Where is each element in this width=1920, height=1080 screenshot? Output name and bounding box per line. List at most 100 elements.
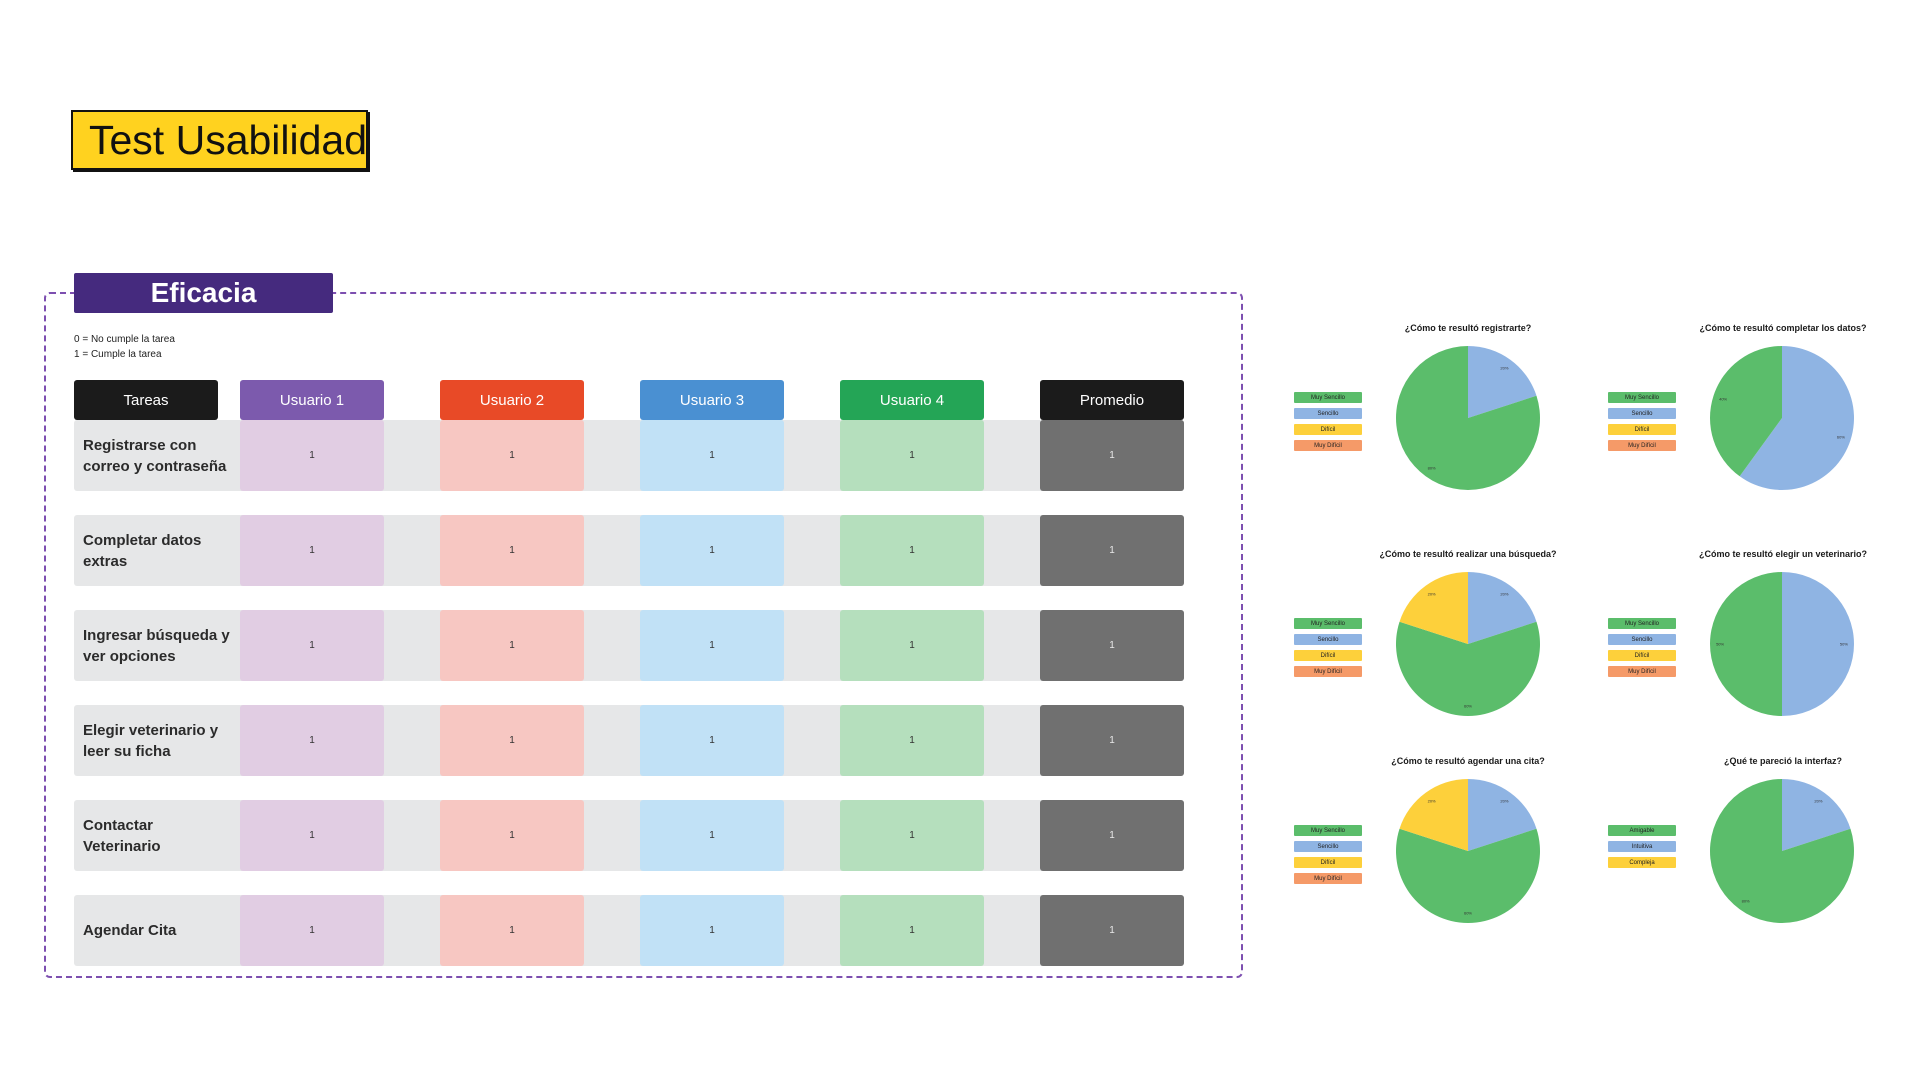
chart-question-title: ¿Qué te pareció la interfaz? (1723, 756, 1843, 766)
pie-slice-label: 20% (1428, 798, 1436, 803)
pie-slice-label: 20% (1500, 591, 1508, 596)
score-cell-usuario-4: 1 (840, 610, 984, 681)
score-cell-promedio: 1 (1040, 420, 1184, 491)
legend-chip: Difícil (1294, 424, 1362, 435)
pie-slice (1710, 572, 1782, 716)
score-cell-usuario-4: 1 (840, 420, 984, 491)
score-cell-usuario-4: 1 (840, 705, 984, 776)
pie-slice (1468, 779, 1537, 851)
score-cell-usuario-3: 1 (640, 800, 784, 871)
chart-question-title: ¿Cómo te resultó completar los datos? (1699, 323, 1867, 333)
pie-slice (1396, 828, 1540, 923)
legend-chip: Muy Sencillo (1608, 618, 1676, 629)
score-cell-usuario-1: 1 (240, 800, 384, 871)
legend-chip: Compleja (1608, 857, 1676, 868)
task-label: Contactar Veterinario (83, 816, 161, 855)
task-label: Registrarse con correo y contraseña (83, 436, 227, 475)
pie-slice-label: 50% (1840, 642, 1848, 647)
legend-chip: Muy Difícil (1608, 666, 1676, 677)
pie-slice (1399, 779, 1468, 851)
pie-slice-label: 20% (1428, 591, 1436, 596)
pie-slice (1468, 572, 1537, 644)
pie-chart: 20%80% (1396, 346, 1540, 490)
legend-chip: Muy Sencillo (1608, 392, 1676, 403)
pie-slice-label: 60% (1464, 703, 1472, 708)
score-cell-usuario-2: 1 (440, 705, 584, 776)
pie-chart: 20% 60% 20% (1396, 779, 1540, 923)
header-tareas: Tareas (74, 380, 218, 420)
chart-question-title: ¿Cómo te resultó elegir un veterinario? (1698, 549, 1868, 559)
task-label: Ingresar búsqueda y ver opciones (83, 626, 230, 665)
pie-chart: 20% 60% 20% (1396, 572, 1540, 716)
score-cell-usuario-3: 1 (640, 705, 784, 776)
score-cell-usuario-2: 1 (440, 800, 584, 871)
score-cell-usuario-2: 1 (440, 895, 584, 966)
page-title: Test Usabilidad (71, 110, 368, 170)
legend-chip: Muy Difícil (1294, 666, 1362, 677)
legend-chip: Difícil (1294, 650, 1362, 661)
score-cell-usuario-2: 1 (440, 610, 584, 681)
pie-slice-label: 20% (1500, 365, 1508, 370)
pie-slice-label: 20% (1500, 798, 1508, 803)
pie-chart: 20% 80% (1710, 779, 1854, 923)
task-label: Agendar Cita (83, 922, 177, 939)
header-usuario-1: Usuario 1 (240, 380, 384, 420)
score-cell-usuario-1: 1 (240, 515, 384, 586)
legend-chip: Muy Sencillo (1294, 825, 1362, 836)
header-promedio: Promedio (1040, 380, 1184, 420)
score-cell-usuario-1: 1 (240, 610, 384, 681)
chart-question-title: ¿Cómo te resultó agendar una cita? (1391, 756, 1545, 766)
eficacia-frame (44, 292, 1243, 978)
legend-chip: Amigable (1608, 825, 1676, 836)
score-cell-usuario-3: 1 (640, 610, 784, 681)
legend-chip: Intuitiva (1608, 841, 1676, 852)
score-cell-promedio: 1 (1040, 515, 1184, 586)
pie-slice (1396, 621, 1540, 716)
pie-slice (1468, 346, 1537, 418)
pie-slice (1399, 572, 1468, 644)
legend-chip: Muy Sencillo (1294, 392, 1362, 403)
score-cell-usuario-4: 1 (840, 800, 984, 871)
pie-slice-label: 60% (1837, 435, 1845, 440)
score-cell-usuario-4: 1 (840, 895, 984, 966)
chart-question-title: ¿Cómo te resultó registrarte? (1404, 323, 1532, 333)
score-cell-promedio: 1 (1040, 705, 1184, 776)
score-cell-promedio: 1 (1040, 895, 1184, 966)
score-cell-usuario-2: 1 (440, 515, 584, 586)
score-cell-usuario-1: 1 (240, 420, 384, 491)
pie-slice-label: 50% (1716, 642, 1724, 647)
score-legend-line: 0 = No cumple la tarea (74, 334, 175, 345)
section-title: Eficacia (74, 273, 333, 313)
legend-chip: Muy Difícil (1294, 873, 1362, 884)
pie-slice-label: 80% (1742, 899, 1750, 904)
pie-chart: 60% 40% (1710, 346, 1854, 490)
legend-chip: Muy Difícil (1294, 440, 1362, 451)
score-cell-usuario-4: 1 (840, 515, 984, 586)
score-cell-usuario-3: 1 (640, 515, 784, 586)
pie-slice (1710, 346, 1782, 477)
pie-chart: 50% 50% (1710, 572, 1854, 716)
pie-slice-label: 20% (1814, 798, 1822, 803)
score-cell-promedio: 1 (1040, 610, 1184, 681)
score-cell-usuario-1: 1 (240, 705, 384, 776)
pie-slice (1396, 346, 1540, 490)
pie-slice-label: 60% (1464, 910, 1472, 915)
legend-chip: Sencillo (1608, 634, 1676, 645)
task-label: Completar datos extras (83, 531, 202, 570)
score-legend: 0 = No cumple la tarea 1 = Cumple la tar… (74, 332, 175, 362)
legend-chip: Muy Sencillo (1294, 618, 1362, 629)
score-cell-usuario-3: 1 (640, 420, 784, 491)
score-cell-usuario-2: 1 (440, 420, 584, 491)
legend-chip: Sencillo (1294, 841, 1362, 852)
legend-chip: Muy Difícil (1608, 440, 1676, 451)
header-usuario-4: Usuario 4 (840, 380, 984, 420)
pie-slice (1782, 572, 1854, 716)
score-cell-usuario-1: 1 (240, 895, 384, 966)
pie-slice-label: 40% (1719, 396, 1727, 401)
legend-chip: Difícil (1608, 650, 1676, 661)
chart-question-title: ¿Cómo te resultó realizar una búsqueda? (1379, 549, 1557, 559)
task-label: Elegir veterinario y leer su ficha (83, 721, 219, 760)
legend-chip: Sencillo (1294, 634, 1362, 645)
legend-chip: Sencillo (1608, 408, 1676, 419)
legend-chip: Difícil (1294, 857, 1362, 868)
